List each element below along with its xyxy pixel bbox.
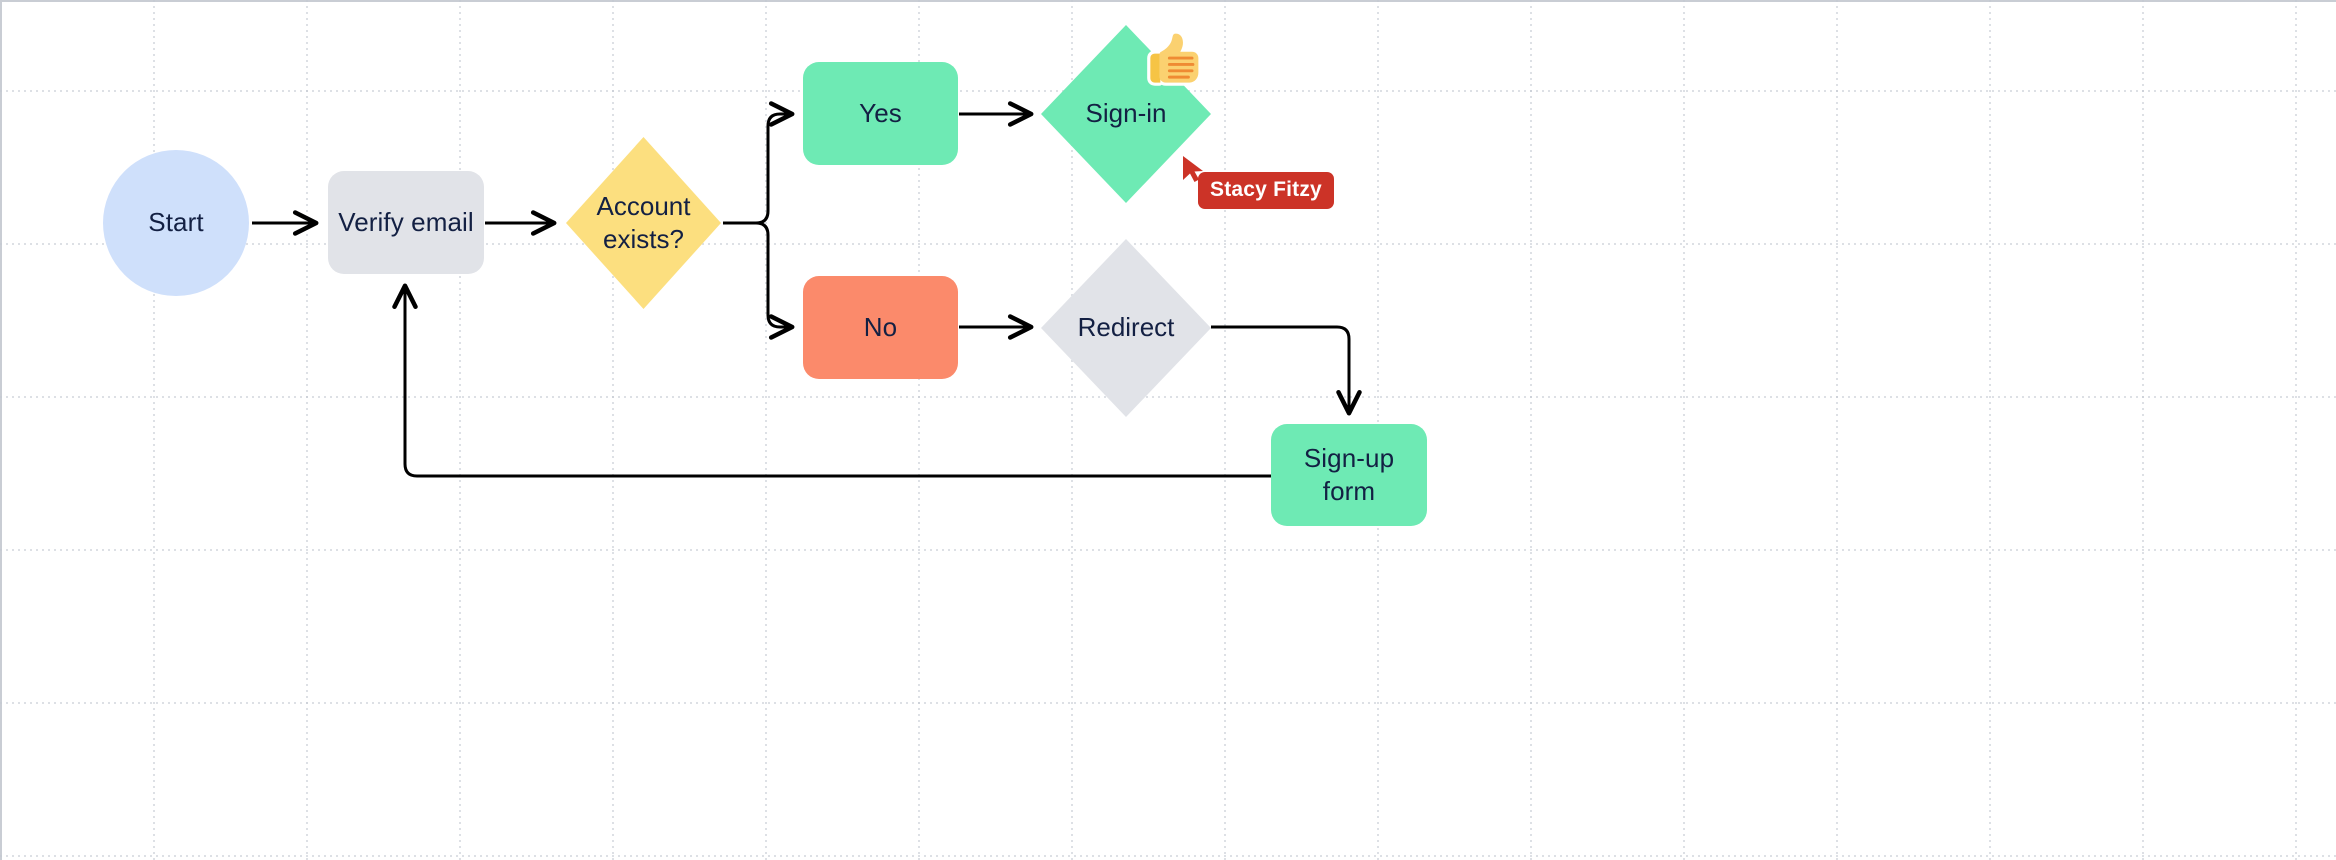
node-redirect[interactable]: Redirect <box>1041 239 1211 417</box>
edge-account-to-no <box>723 221 795 340</box>
node-start-label: Start <box>148 207 204 238</box>
diamond-shape <box>1041 239 1211 417</box>
cursor-user-label: Stacy Fitzy <box>1198 172 1334 209</box>
edge-redirect-to-signup <box>1211 325 1362 416</box>
cursor-pointer-icon <box>1183 156 1203 182</box>
node-account-exists-label: Account exists? <box>596 190 691 254</box>
node-sign-up-form-label: Sign-up form <box>1303 442 1395 506</box>
node-sign-in-label: Sign-in <box>1085 98 1167 129</box>
node-account-exists[interactable]: Account exists? <box>566 137 721 309</box>
node-no-label: No <box>863 311 898 342</box>
edge-account-to-yes <box>723 101 795 225</box>
node-verify-email-label: Verify email <box>338 206 474 237</box>
node-verify-email[interactable]: Verify email <box>328 171 484 274</box>
node-sign-up-form[interactable]: Sign-up form <box>1271 424 1427 526</box>
node-start[interactable]: Start <box>103 150 249 296</box>
node-no[interactable]: No <box>803 276 958 379</box>
thumbs-up-icon[interactable] <box>1144 30 1202 88</box>
thumbs-up-glyph <box>1147 30 1202 86</box>
node-yes-label: Yes <box>859 97 902 128</box>
diamond-shape <box>566 137 721 309</box>
node-redirect-label: Redirect <box>1077 312 1175 343</box>
node-yes[interactable]: Yes <box>803 62 958 165</box>
